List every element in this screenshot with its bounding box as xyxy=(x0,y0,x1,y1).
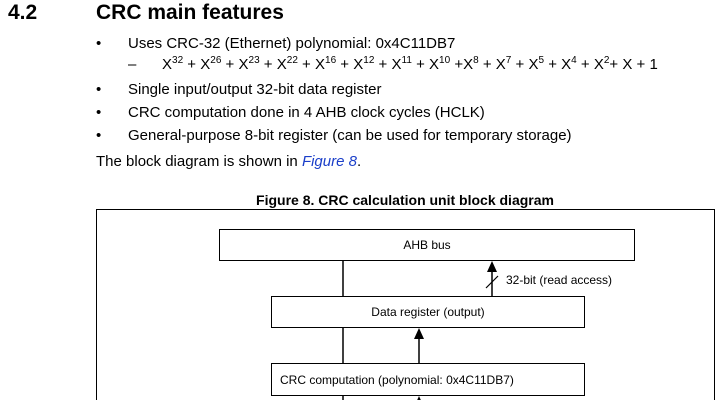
polynomial-exponent: 32 xyxy=(172,55,184,66)
bus-width-slash-icon xyxy=(485,275,499,289)
diagram-connectors xyxy=(342,261,499,400)
up-arrow-icon xyxy=(487,261,497,272)
polynomial-term: X + 1 xyxy=(622,56,658,73)
polynomial-term: X xyxy=(238,56,249,73)
dash-icon: – xyxy=(128,56,137,73)
polynomial-operator: + xyxy=(411,56,430,73)
crc-computation-block: CRC computation (polynomial: 0x4C11DB7) xyxy=(271,363,585,396)
polynomial-exponent: 26 xyxy=(210,55,222,66)
data-register-label: Data register (output) xyxy=(371,305,485,319)
polynomial-expression: X32 + X26 + X23 + X22 + X16 + X12 + X11 … xyxy=(162,55,658,75)
polynomial-term: X xyxy=(391,56,402,73)
feature-text: CRC computation done in 4 AHB clock cycl… xyxy=(128,104,485,121)
bullet-icon: • xyxy=(96,35,102,52)
polynomial-operator: + xyxy=(478,56,496,73)
figure-caption: Figure 8. CRC calculation unit block dia… xyxy=(256,192,554,208)
crc-computation-label: CRC computation (polynomial: 0x4C11DB7) xyxy=(280,372,514,387)
polynomial-operator: + xyxy=(336,56,354,73)
reference-prefix: The block diagram is shown in xyxy=(96,153,302,170)
polynomial-term: X xyxy=(162,56,173,73)
up-arrow-icon xyxy=(414,328,424,339)
polynomial-operator: + xyxy=(450,56,464,73)
block-diagram: AHB bus 32-bit (read access) Data regist… xyxy=(96,209,715,400)
section-title: CRC main features xyxy=(96,1,284,24)
bullet-icon: • xyxy=(96,104,102,121)
polynomial-operator: + xyxy=(511,56,529,73)
polynomial-term: X xyxy=(463,56,474,73)
polynomial-exponent: 5 xyxy=(538,55,545,66)
polynomial-exponent: 7 xyxy=(505,55,512,66)
polynomial-exponent: 22 xyxy=(286,55,298,66)
polynomial-operator: + xyxy=(609,56,623,73)
feature-text: General-purpose 8-bit register (can be u… xyxy=(128,127,572,144)
up-arrow-icon xyxy=(417,396,421,400)
polynomial-operator: + xyxy=(576,56,594,73)
bullet-icon: • xyxy=(96,127,102,144)
feature-text: Uses CRC-32 (Ethernet) polynomial: 0x4C1… xyxy=(128,35,456,52)
feature-text: Single input/output 32-bit data register xyxy=(128,81,382,98)
reference-suffix: . xyxy=(356,153,362,170)
ahb-bus-label: AHB bus xyxy=(403,238,451,252)
polynomial-term: X xyxy=(353,56,364,73)
polynomial-exponent: 4 xyxy=(571,55,577,66)
bus-width-label: 32-bit (read access) xyxy=(506,273,613,287)
polynomial-term: X xyxy=(276,56,287,73)
bullet-icon: • xyxy=(96,81,102,98)
polynomial-exponent: 16 xyxy=(325,55,337,66)
polynomial-term: X xyxy=(495,56,506,73)
polynomial-term: X xyxy=(593,56,604,73)
polynomial-term: X xyxy=(528,56,539,73)
data-register-block: Data register (output) xyxy=(271,296,585,328)
polynomial-operator: + xyxy=(183,56,201,73)
polynomial-operator: + xyxy=(544,56,562,73)
polynomial-term: X xyxy=(200,56,211,73)
polynomial-operator: + xyxy=(297,56,315,73)
polynomial-exponent: 11 xyxy=(401,55,412,66)
polynomial-operator: + xyxy=(259,56,277,73)
ahb-bus-block: AHB bus xyxy=(219,229,635,261)
polynomial-exponent: 8 xyxy=(473,55,479,66)
polynomial-exponent: 2 xyxy=(603,55,610,66)
polynomial-operator: + xyxy=(221,56,239,73)
polynomial-term: X xyxy=(429,56,440,73)
figure-reference-sentence: The block diagram is shown in Figure 8. xyxy=(96,153,361,171)
figure-link[interactable]: Figure 8 xyxy=(301,153,357,170)
polynomial-exponent: 23 xyxy=(248,55,260,66)
polynomial-exponent: 10 xyxy=(439,55,451,66)
polynomial-term: X xyxy=(561,56,572,73)
polynomial-exponent: 12 xyxy=(363,55,375,66)
section-number: 4.2 xyxy=(8,1,38,24)
polynomial-term: X xyxy=(315,56,326,73)
polynomial-operator: + xyxy=(374,56,392,73)
